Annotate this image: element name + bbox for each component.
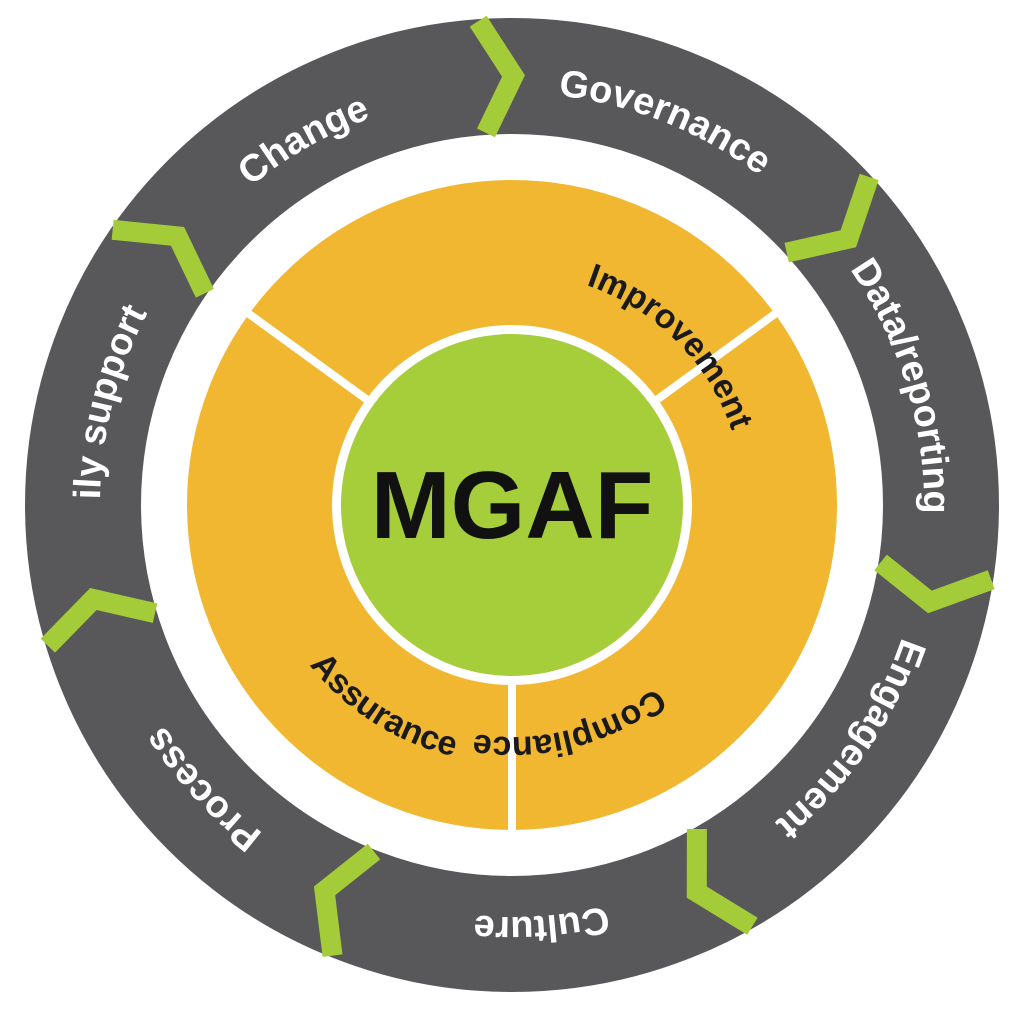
chevron-arrow-icon — [40, 587, 158, 653]
center-circle — [341, 334, 683, 676]
chevron-arrow-icon — [111, 219, 214, 298]
chevron-arrow-icon — [313, 843, 381, 957]
chevron-group — [40, 15, 995, 957]
chevron-arrow-icon — [686, 828, 758, 935]
segment-divider — [647, 307, 782, 409]
chevron-arrow-icon — [784, 173, 879, 263]
inner-dividers — [242, 307, 782, 835]
center-label: MGAF — [371, 452, 654, 559]
chevron-arrow-icon — [469, 15, 525, 138]
segment-divider — [242, 307, 377, 409]
chevron-arrow-icon — [874, 554, 995, 614]
